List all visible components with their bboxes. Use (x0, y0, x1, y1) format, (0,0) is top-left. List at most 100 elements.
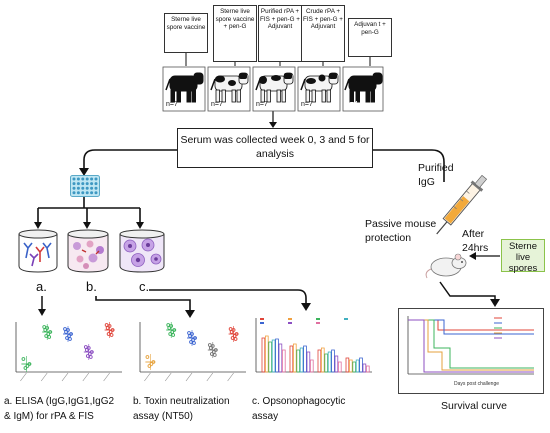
opa-bar (355, 359, 360, 373)
neutralization-point (187, 331, 191, 335)
plate-well (85, 191, 89, 195)
n-label-4: n=7 (301, 101, 313, 108)
serum-collection-text: Serum was collected week 0, 3 and 5 for … (180, 134, 370, 161)
opa-bar (366, 365, 370, 373)
elisa-point (105, 326, 110, 330)
group-label-1: Sterne live spore vaccine (164, 13, 208, 53)
elisa-point (63, 327, 67, 331)
plate-well (76, 177, 80, 181)
elisa-point (68, 337, 72, 341)
opa-legend-swatch (288, 322, 292, 324)
serum-to-plate-line (83, 149, 177, 172)
neutralization-point (211, 350, 216, 354)
opa-bar (296, 349, 300, 373)
neutralization-tick-label-stub (227, 372, 234, 382)
opa-bar (293, 343, 297, 373)
plate-well (90, 182, 94, 186)
cup-b-cells (73, 240, 104, 269)
opa-bar (338, 361, 342, 373)
elisa-point (25, 364, 30, 368)
opa-bar (327, 351, 332, 373)
elisa-point (47, 335, 52, 339)
opa-bar (299, 347, 304, 373)
neutralization-point (207, 343, 212, 347)
elisa-tick-label-stub (20, 372, 27, 382)
elisa-point (83, 345, 88, 349)
opa-bar (349, 359, 353, 373)
neutralization-point (188, 334, 192, 338)
opa-bar (282, 349, 286, 373)
cup-a-icon (18, 234, 58, 273)
neutralization-point (189, 340, 193, 344)
group-label-4: Crude rPA + FIS + pen-G + Adjuvant (301, 5, 345, 62)
plate-well (85, 177, 89, 181)
elisa-results-panel (15, 322, 122, 382)
plate-well (81, 186, 85, 190)
elisa-point (109, 333, 114, 337)
neutralization-point (147, 364, 152, 368)
opa-bar (278, 343, 283, 373)
caption-opsonophagocytic: c. Opsonophagocytic assay (252, 396, 346, 422)
neutralization-point (191, 338, 195, 342)
elisa-point (64, 330, 68, 334)
neutralization-point (229, 330, 234, 334)
elisa-point (23, 366, 28, 370)
elisa-tick-label-stub (40, 372, 48, 382)
plate-well (76, 182, 80, 186)
neutralization-point (208, 346, 213, 350)
survival-curve-line (408, 319, 534, 373)
neutralization-results-panel (139, 322, 246, 382)
opa-bar (345, 357, 350, 373)
plate-well (85, 182, 89, 186)
survival-x-label: Days post challenge (454, 381, 499, 387)
plate-well (72, 182, 76, 186)
neutralization-point (192, 341, 196, 345)
opa-bar (289, 345, 294, 373)
elisa-tick-label-stub (82, 372, 90, 382)
purified-igg-label: Purified IgG (418, 162, 454, 188)
plate-well (90, 191, 94, 195)
assay-cups (18, 229, 165, 273)
elisa-tick-label-stub (61, 372, 69, 382)
neutralization-point (209, 352, 214, 356)
n-label-2: n=7 (211, 101, 223, 108)
elisa-point (84, 348, 89, 352)
opa-bar (352, 361, 357, 373)
plate-well (72, 191, 76, 195)
plate-well (90, 186, 94, 190)
elisa-point (46, 332, 51, 336)
opa-bar (303, 345, 307, 373)
plate-well (94, 191, 98, 195)
survival-curve-panel: Days post challenge (398, 308, 544, 394)
opsonophagocytic-results-panel (255, 318, 372, 373)
mouse-icon (425, 253, 467, 279)
n-label-3: n=7 (256, 101, 268, 108)
neutralization-point (167, 326, 172, 330)
neutralization-point (166, 323, 171, 327)
group-label-5: Adjuvan t + pen-G (348, 18, 392, 57)
opa-legend-swatch (344, 318, 348, 320)
cup-a-arrowhead (34, 222, 42, 229)
opa-legend-swatch (316, 318, 320, 320)
b-to-neutralization-arrowhead (185, 310, 195, 318)
neutralization-tick-label-stub (185, 372, 193, 382)
plate-well (76, 186, 80, 190)
neutralization-tick-label-stub (144, 372, 151, 382)
n-label-1: n=7 (166, 101, 178, 108)
elisa-point (65, 336, 69, 340)
elisa-point (21, 357, 26, 361)
opa-bar (271, 339, 276, 373)
opa-bar (321, 347, 325, 373)
group-arrows (185, 53, 371, 66)
opa-bar (264, 335, 269, 373)
elisa-plate-icon (70, 175, 100, 197)
neutralization-point (149, 362, 154, 366)
sterne-spores-box: Sterne live spores (501, 239, 545, 274)
serum-to-igg-line (373, 149, 445, 182)
serum-collection-box: Serum was collected week 0, 3 and 5 for … (177, 128, 373, 168)
opa-legend-swatch (316, 322, 320, 324)
group-label-3: Purified rPA + FIS + pen-G + Adjuvant (258, 5, 302, 62)
opa-bar (359, 357, 363, 373)
caption-elisa: a. ELISA (IgG,IgG1,IgG2 & IgM) for rPA &… (4, 396, 115, 422)
